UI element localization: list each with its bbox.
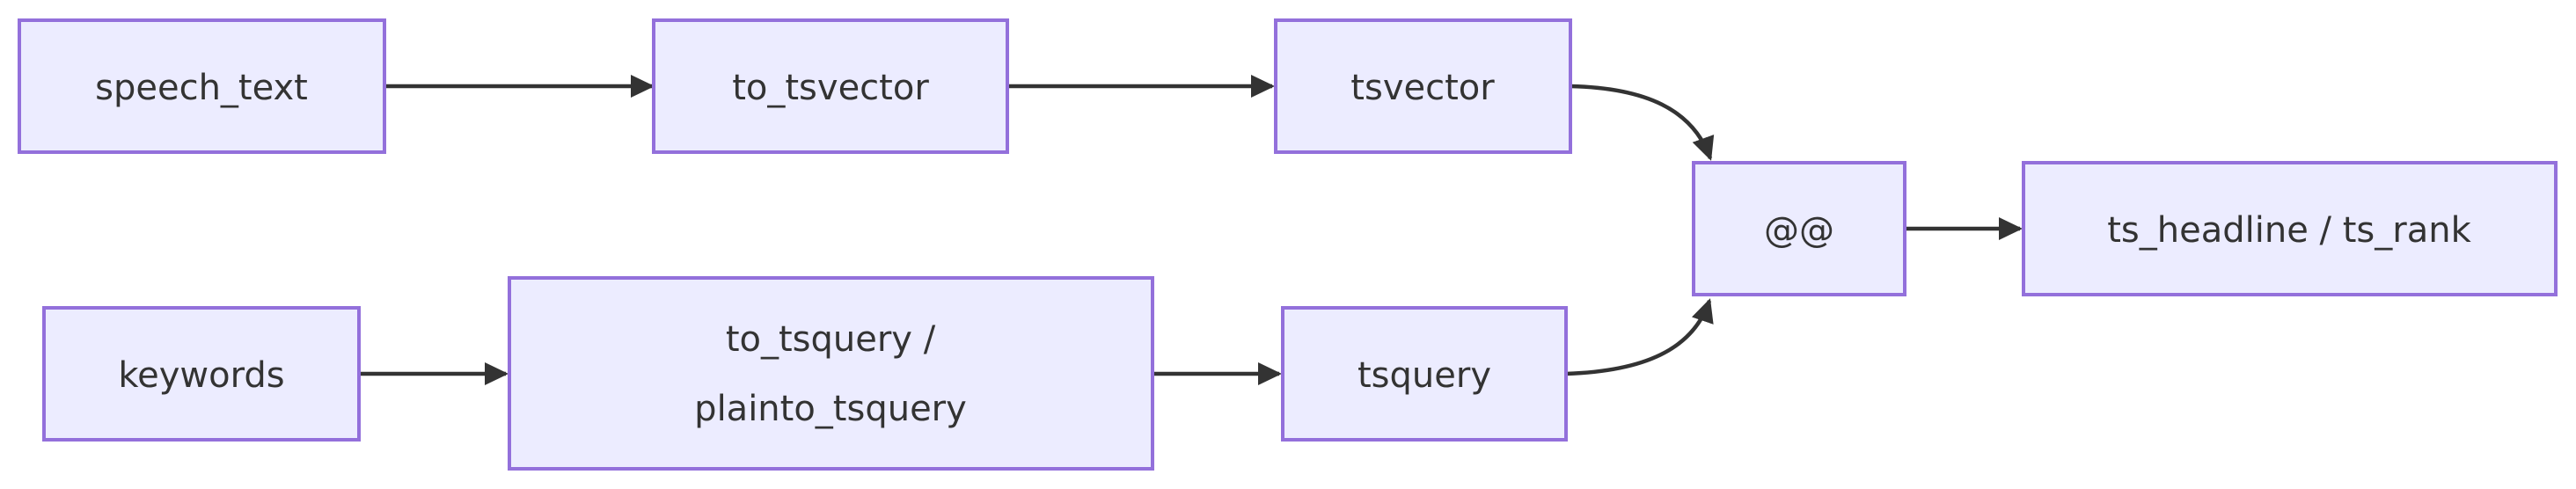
node-to-tsquery-label-line1: to_tsquery / bbox=[726, 319, 936, 360]
node-to-tsvector-label: to_tsvector bbox=[732, 68, 929, 108]
node-match-operator-label: @@ bbox=[1764, 210, 1834, 251]
node-tsquery-label: tsquery bbox=[1358, 355, 1491, 396]
node-speech-text-label: speech_text bbox=[95, 68, 308, 108]
edge-tsvector-to-match-op bbox=[1570, 84, 1715, 161]
node-tsvector: tsvector bbox=[1274, 18, 1572, 154]
node-tsvector-label: tsvector bbox=[1350, 68, 1495, 108]
node-result-box bbox=[2022, 161, 2558, 296]
node-to-tsquery: to_tsquery / plainto_tsquery bbox=[508, 276, 1154, 471]
node-speech-text: speech_text bbox=[18, 18, 386, 154]
node-to-tsquery-box bbox=[508, 276, 1154, 471]
node-match-operator: @@ bbox=[1692, 161, 1906, 296]
node-speech-text-box bbox=[18, 18, 386, 154]
node-to-tsvector: to_tsvector bbox=[652, 18, 1009, 154]
edge-tsquery-to-match-op bbox=[1565, 298, 1714, 376]
node-to-tsvector-box bbox=[652, 18, 1009, 154]
node-keywords-label: keywords bbox=[118, 355, 284, 396]
node-result: ts_headline / ts_rank bbox=[2022, 161, 2558, 296]
node-tsquery: tsquery bbox=[1281, 306, 1568, 442]
node-tsquery-box bbox=[1281, 306, 1568, 442]
node-match-operator-box bbox=[1692, 161, 1906, 296]
node-tsvector-box bbox=[1274, 18, 1572, 154]
node-keywords-box bbox=[42, 306, 361, 442]
node-keywords: keywords bbox=[42, 306, 361, 442]
node-to-tsquery-label-line2: plainto_tsquery bbox=[694, 389, 967, 429]
node-result-label: ts_headline / ts_rank bbox=[2107, 210, 2471, 251]
